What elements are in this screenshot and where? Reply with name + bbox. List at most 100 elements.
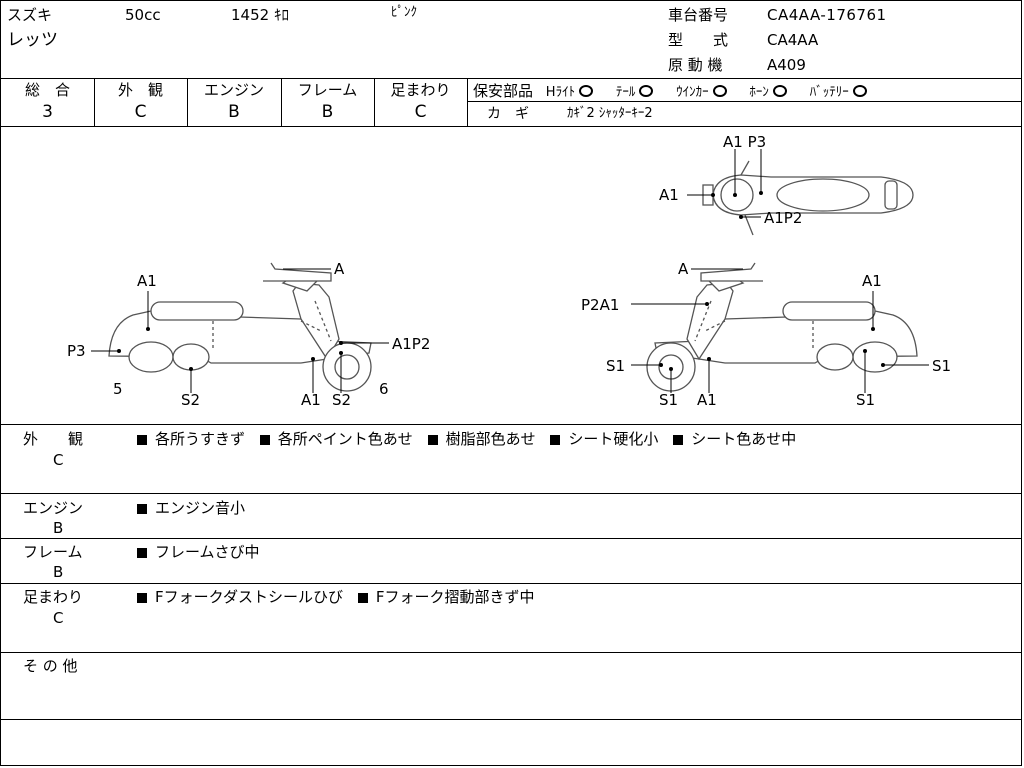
ok-circle-icon	[639, 85, 654, 97]
exterior-label: 外 観	[117, 81, 163, 99]
damage-dots	[117, 191, 885, 371]
suspension-remark-grade: C	[53, 609, 64, 627]
bullet-icon	[427, 435, 438, 445]
bullet-icon	[357, 593, 368, 603]
overall-grade: 3	[42, 102, 53, 122]
label-a1: A1	[137, 272, 157, 290]
bullet-icon	[550, 435, 561, 445]
frame-remark-grade: B	[53, 563, 64, 581]
remark-item: エンジン音小	[155, 499, 246, 517]
diagram-labels: A1 A P3 A1P2 5 S2 A1 S2 6 A1 P3 A1 A1P2 …	[67, 133, 951, 409]
engine-value: A409	[767, 56, 806, 74]
label-a1p3: A1 P3	[723, 133, 766, 151]
exterior-remark-grade: C	[53, 451, 64, 469]
horn-label: ﾎｰﾝ	[749, 85, 769, 100]
engine-grade: B	[228, 102, 240, 122]
label-a: A	[678, 260, 689, 278]
label-s1: S1	[659, 391, 678, 409]
engine-remark-label: エンジン	[23, 499, 84, 517]
divider	[1, 126, 1021, 127]
divider	[467, 78, 468, 126]
engine-remark-items: エンジン音小	[137, 497, 255, 519]
label-a1: A1	[659, 186, 679, 204]
label-p3: P3	[67, 342, 86, 360]
headlight-label: Hﾗｲﾄ	[545, 85, 576, 100]
engine-grade-label: エンジン	[203, 81, 264, 99]
suspension-grade: C	[414, 102, 427, 122]
divider	[1, 424, 1021, 425]
divider	[1, 78, 1021, 79]
ok-circle-icon	[852, 85, 867, 97]
key-value: ｶｷﾞ2 ｼｬｯﾀｰｷｰ2	[567, 106, 653, 121]
divider	[94, 78, 95, 126]
model-name: レッツ	[7, 30, 58, 50]
label-a1: A1	[301, 391, 321, 409]
divider	[1, 652, 1021, 653]
key-label: カ ギ	[487, 106, 529, 122]
mileage: 1452 ｷﾛ	[231, 6, 289, 24]
remark-item: 樹脂部色あせ	[445, 430, 536, 448]
divider	[467, 101, 1021, 102]
ok-circle-icon	[712, 85, 727, 97]
frame-remark-items: フレームさび中	[137, 541, 270, 563]
label-s2: S2	[332, 391, 351, 409]
label-s1: S1	[932, 357, 951, 375]
suspension-remark-items: Fフォークダストシールひび Fフォーク摺動部きず中	[137, 586, 544, 608]
label-a1p2: A1P2	[392, 335, 430, 353]
color: ﾋﾟﾝｸ	[391, 5, 417, 20]
divider	[281, 78, 282, 126]
bullet-icon	[259, 435, 270, 445]
battery-label: ﾊﾞｯﾃﾘｰ	[809, 85, 849, 100]
exterior-remark-items: 各所うすきず 各所ペイント色あせ 樹脂部色あせ シート硬化小 シート色あせ中	[137, 428, 806, 450]
label-6: 6	[379, 380, 389, 398]
exterior-grade: C	[134, 102, 147, 122]
frame-no-label: 車台番号	[668, 6, 729, 24]
other-remark-label: そ の 他	[23, 657, 78, 675]
type-value: CA4AA	[767, 31, 819, 49]
remark-item: Fフォーク摺動部きず中	[375, 588, 535, 606]
bullet-icon	[137, 548, 147, 558]
divider	[1, 719, 1021, 720]
top-scooter-drawing	[702, 160, 914, 236]
remark-item: シート色あせ中	[691, 430, 797, 448]
leader-lines	[91, 149, 929, 393]
divider	[1, 583, 1021, 584]
label-s1: S1	[606, 357, 625, 375]
engine-remark-grade: B	[53, 519, 64, 537]
safety-parts-row: 保安部品 Hﾗｲﾄ ﾃｰﾙ ｳｲﾝｶｰ ﾎｰﾝ ﾊﾞｯﾃﾘｰ	[473, 82, 867, 102]
label-5: 5	[113, 380, 123, 398]
label-s2: S2	[181, 391, 200, 409]
frame-remark-label: フレーム	[23, 543, 83, 561]
exterior-remark-label: 外 観	[23, 430, 84, 448]
engine-label: 原 動 機	[668, 56, 723, 74]
remark-item: 各所うすきず	[155, 430, 246, 448]
divider	[1, 493, 1021, 494]
winker-label: ｳｲﾝｶｰ	[676, 85, 709, 100]
remark-item: Fフォークダストシールひび	[155, 588, 344, 606]
divider	[1, 538, 1021, 539]
safety-label: 保安部品	[473, 82, 534, 100]
overall-label: 総 合	[24, 81, 70, 99]
ok-circle-icon	[772, 85, 787, 97]
suspension-remark-label: 足まわり	[23, 588, 84, 606]
right-scooter-drawing	[646, 262, 918, 392]
divider	[187, 78, 188, 126]
suspension-grade-label: 足まわり	[390, 81, 451, 99]
bullet-icon	[137, 435, 147, 445]
remark-item: 各所ペイント色あせ	[277, 430, 413, 448]
type-label: 型 式	[668, 31, 729, 49]
bullet-icon	[137, 504, 147, 514]
taillight-label: ﾃｰﾙ	[615, 85, 636, 100]
divider	[374, 78, 375, 126]
maker: スズキ	[7, 6, 53, 24]
frame-no: CA4AA-176761	[767, 6, 887, 24]
label-a1: A1	[697, 391, 717, 409]
ok-circle-icon	[579, 85, 594, 97]
label-a1: A1	[862, 272, 882, 290]
remark-item: シート硬化小	[568, 430, 659, 448]
label-s1: S1	[856, 391, 875, 409]
remark-item: フレームさび中	[155, 543, 260, 561]
bullet-icon	[673, 435, 684, 445]
displacement: 50cc	[125, 6, 161, 24]
